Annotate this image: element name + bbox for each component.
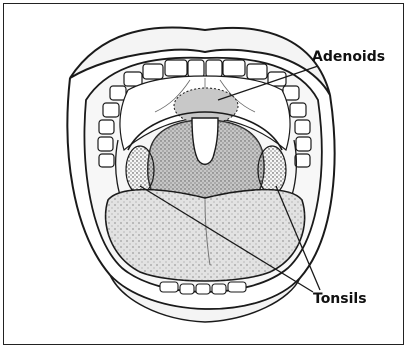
- lower-teeth: [160, 282, 246, 294]
- adenoids-label: Adenoids: [312, 49, 385, 65]
- tonsils-label: Tonsils: [313, 291, 367, 307]
- left-tonsil: [126, 146, 154, 194]
- right-tonsil: [258, 146, 286, 194]
